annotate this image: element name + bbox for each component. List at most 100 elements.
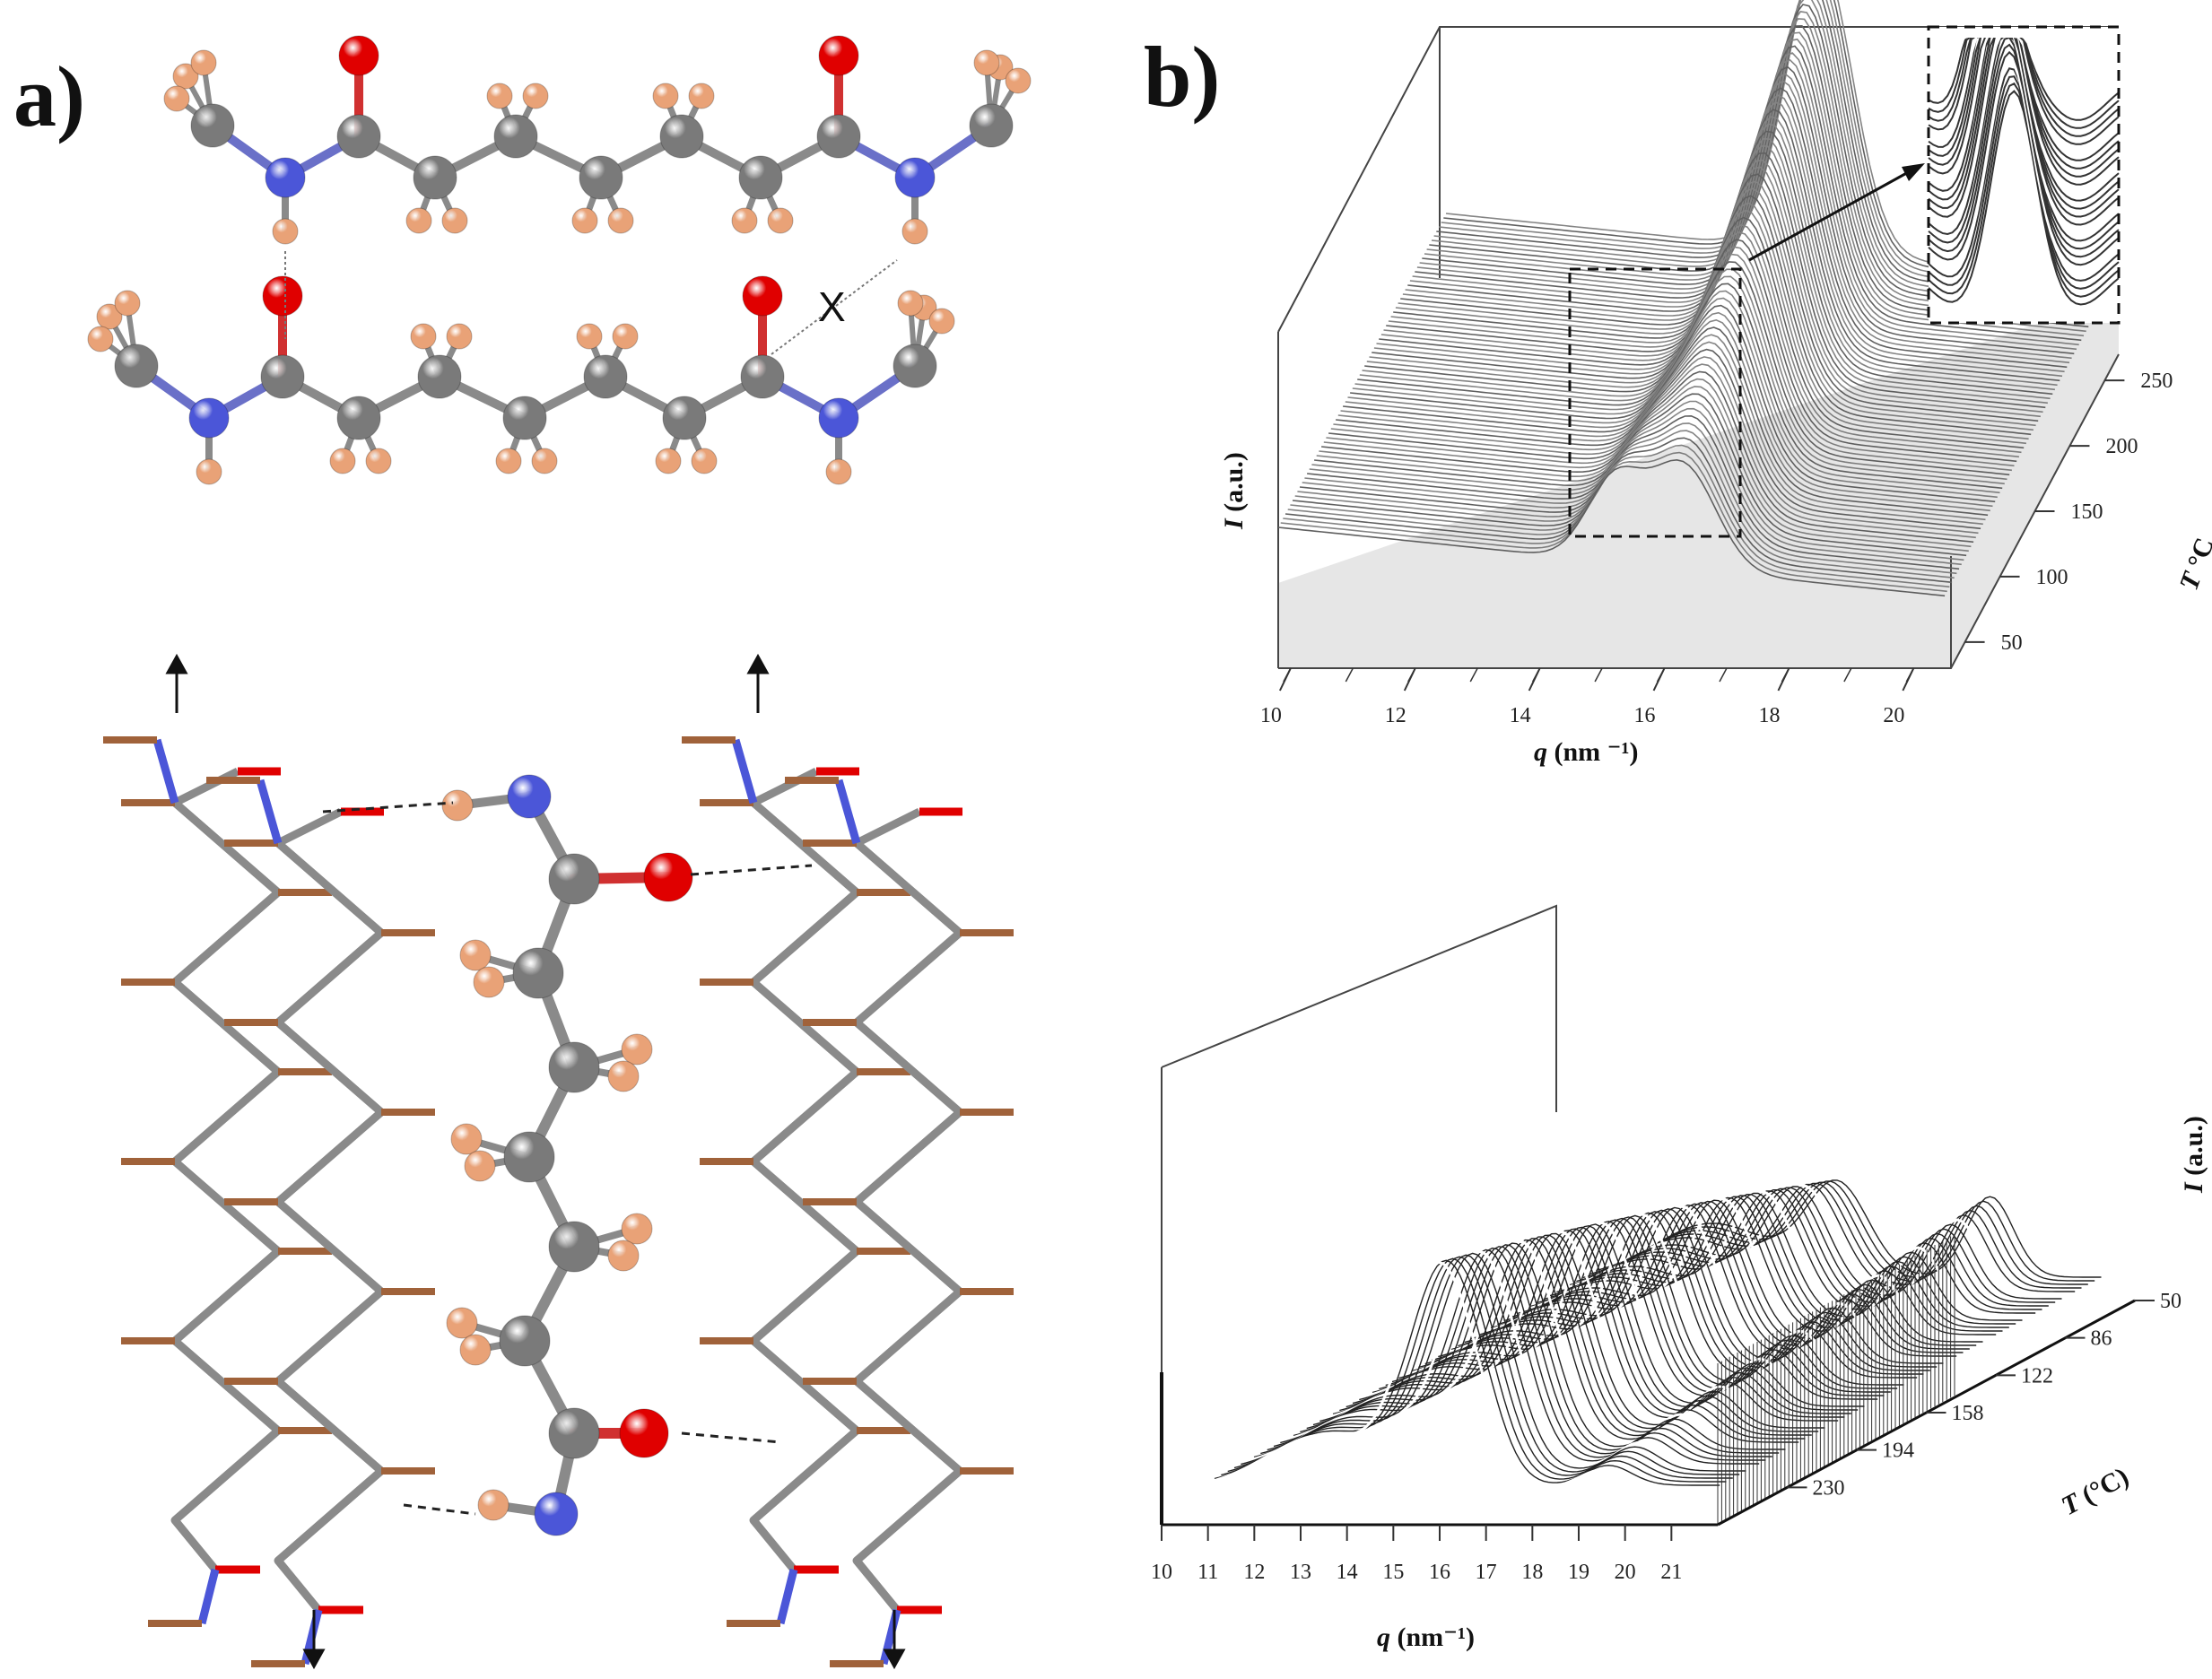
series-line bbox=[1309, 363, 1976, 539]
bond bbox=[171, 1518, 219, 1572]
bond bbox=[274, 928, 386, 1027]
bond bbox=[274, 1558, 322, 1613]
carbon-atom bbox=[499, 1315, 551, 1367]
carbon-atom bbox=[583, 354, 628, 399]
x-minor-tick bbox=[1469, 667, 1478, 683]
hydrogen-atom bbox=[612, 323, 639, 350]
carbon-atom bbox=[816, 114, 861, 159]
bond bbox=[274, 1108, 386, 1206]
series-line bbox=[1233, 1254, 1740, 1475]
series-line bbox=[1290, 422, 1957, 575]
chart-bottom-surface bbox=[1207, 1178, 2108, 1525]
bond bbox=[275, 807, 344, 848]
bond bbox=[170, 1426, 283, 1525]
carbon-atom bbox=[413, 155, 457, 200]
series-line bbox=[1294, 407, 1962, 566]
chart-bottom-ylabel: I (a.u.) bbox=[2179, 1116, 2208, 1194]
series-line bbox=[1576, 1182, 2082, 1289]
series-line bbox=[1385, 1217, 1891, 1393]
series-line bbox=[1412, 52, 2079, 346]
series-line bbox=[1304, 378, 1972, 548]
nitrogen-atom bbox=[265, 157, 306, 198]
series-line bbox=[1286, 1240, 1792, 1448]
x-tick-label: 10 bbox=[1151, 1561, 1172, 1584]
series-line bbox=[1285, 437, 1953, 584]
x-tick-label: 20 bbox=[1615, 1561, 1636, 1584]
bond bbox=[256, 779, 283, 845]
series-line bbox=[1543, 1187, 2049, 1307]
bond bbox=[776, 1568, 798, 1625]
carbon-atom bbox=[548, 1041, 600, 1093]
hydrogen-atom bbox=[607, 1240, 640, 1272]
carbon-atom bbox=[417, 354, 462, 399]
hydrogen-atom bbox=[473, 966, 505, 998]
series-line bbox=[1415, 45, 2082, 342]
oxygen-atom bbox=[619, 1408, 669, 1458]
series-line bbox=[1247, 1249, 1753, 1469]
carbon-atom bbox=[548, 1221, 600, 1273]
carbon-atom bbox=[502, 396, 547, 440]
bond bbox=[853, 1558, 901, 1613]
nitrogen-atom bbox=[507, 774, 552, 819]
hydrogen-atom bbox=[464, 1150, 496, 1182]
series-line bbox=[1409, 58, 2077, 351]
bond bbox=[749, 798, 861, 897]
arrow-up-icon bbox=[165, 653, 188, 713]
bond bbox=[749, 1157, 861, 1256]
series-line bbox=[1379, 1219, 1885, 1396]
z-tick-label: 50 bbox=[2001, 631, 2023, 655]
x-tick-label: 16 bbox=[1429, 1561, 1450, 1584]
surface-shadow bbox=[1278, 296, 2119, 668]
z-tick-label: 250 bbox=[2140, 370, 2173, 393]
x-tick-label: 20 bbox=[1883, 704, 1904, 727]
carbon-atom bbox=[503, 1131, 555, 1183]
chain-direction-arrows bbox=[165, 653, 906, 1670]
z-tick-label: 50 bbox=[2160, 1290, 2182, 1313]
carbon-atom bbox=[740, 354, 785, 399]
chart-top-frame bbox=[1277, 26, 2120, 669]
carbon-atom bbox=[190, 103, 235, 148]
z-tick-label: 122 bbox=[2021, 1364, 2053, 1388]
hydrogen-bonds-bottom bbox=[322, 801, 813, 1516]
series-line bbox=[1402, 80, 2070, 364]
inset-curve bbox=[1928, 34, 2121, 114]
chart-bottom-zlabel: T (°C) bbox=[2057, 1462, 2134, 1521]
nitrogen-atom bbox=[534, 1492, 579, 1536]
hydrogen-atom bbox=[1005, 67, 1032, 94]
carbon-atom bbox=[738, 155, 783, 200]
hydrogen-atom bbox=[576, 323, 603, 350]
bond bbox=[170, 1247, 283, 1345]
z-tick-label: 100 bbox=[2036, 566, 2068, 589]
bond bbox=[170, 1067, 283, 1166]
series-line bbox=[1241, 1252, 1746, 1472]
carbon-atom bbox=[336, 396, 381, 440]
x-minor-tick bbox=[1905, 667, 1914, 683]
series-line bbox=[1477, 1199, 1983, 1343]
bond bbox=[750, 1518, 797, 1572]
z-tick-label: 158 bbox=[1952, 1402, 1984, 1425]
bond bbox=[274, 1377, 386, 1475]
x-minor-tick bbox=[1781, 667, 1790, 683]
hydrogen-atom bbox=[87, 326, 114, 352]
bond bbox=[170, 798, 283, 897]
series-line bbox=[1299, 393, 1967, 557]
inset-frame bbox=[1927, 25, 2121, 325]
zoom-arrow bbox=[1748, 164, 1920, 262]
bond bbox=[197, 1568, 220, 1625]
z-tick-label: 194 bbox=[1882, 1440, 1914, 1463]
oxygen-atom bbox=[742, 275, 783, 317]
atoms-top bbox=[87, 35, 1032, 485]
series-line bbox=[1283, 444, 1950, 588]
carbon-atom bbox=[548, 1407, 600, 1459]
series-line bbox=[1302, 386, 1969, 552]
bond bbox=[852, 1197, 964, 1296]
chart-bottom-xlabel: q (nm⁻¹) bbox=[1377, 1622, 1475, 1652]
hydrogen-atom bbox=[571, 207, 598, 234]
x-tick-label: 17 bbox=[1476, 1561, 1497, 1584]
series-line bbox=[1319, 1232, 1825, 1429]
carbon-atom bbox=[893, 344, 937, 388]
series-line bbox=[1207, 1260, 1713, 1491]
series-line bbox=[1260, 1247, 1766, 1461]
